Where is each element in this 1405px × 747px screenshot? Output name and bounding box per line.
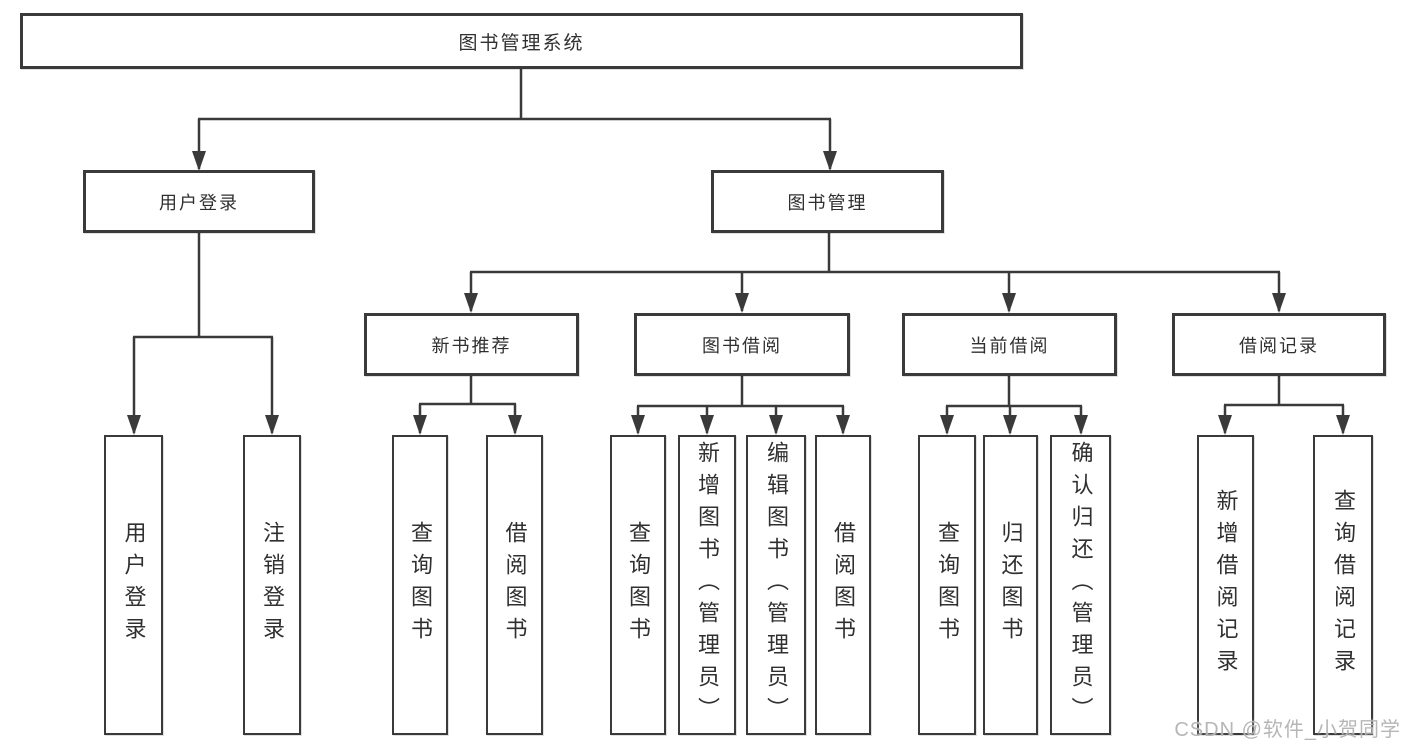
leaf-edit-book-admin: 编辑图书（管理员） (746, 435, 806, 735)
leaf-borrow-books-recommend: 借阅图书 (486, 435, 543, 735)
leaf-query-books-borrowing: 查询图书 (610, 435, 666, 735)
leaf-add-book-admin: 新增图书（管理员） (678, 435, 736, 735)
node-borrowing-records: 借阅记录 (1172, 313, 1386, 376)
leaf-query-books-recommend: 查询图书 (392, 435, 448, 735)
csdn-watermark: CSDN @软件_小贺同学 (1174, 719, 1401, 741)
leaf-return-books: 归还图书 (983, 435, 1038, 735)
node-book-borrowing: 图书借阅 (634, 313, 850, 376)
node-book-management: 图书管理 (711, 170, 944, 233)
leaf-query-borrow-record: 查询借阅记录 (1313, 435, 1373, 735)
leaf-add-borrow-record: 新增借阅记录 (1197, 435, 1254, 735)
leaf-user-login: 用户登录 (104, 435, 163, 735)
node-new-book-recommendation: 新书推荐 (364, 313, 579, 376)
leaf-logout: 注销登录 (243, 435, 301, 735)
node-library-system: 图书管理系统 (20, 13, 1023, 69)
leaf-confirm-return-admin: 确认归还（管理员） (1050, 435, 1111, 735)
leaf-query-books-current: 查询图书 (918, 435, 976, 735)
leaf-borrow-books-borrowing: 借阅图书 (815, 435, 871, 735)
node-current-borrowing: 当前借阅 (902, 313, 1117, 376)
node-user-login: 用户登录 (83, 170, 315, 233)
